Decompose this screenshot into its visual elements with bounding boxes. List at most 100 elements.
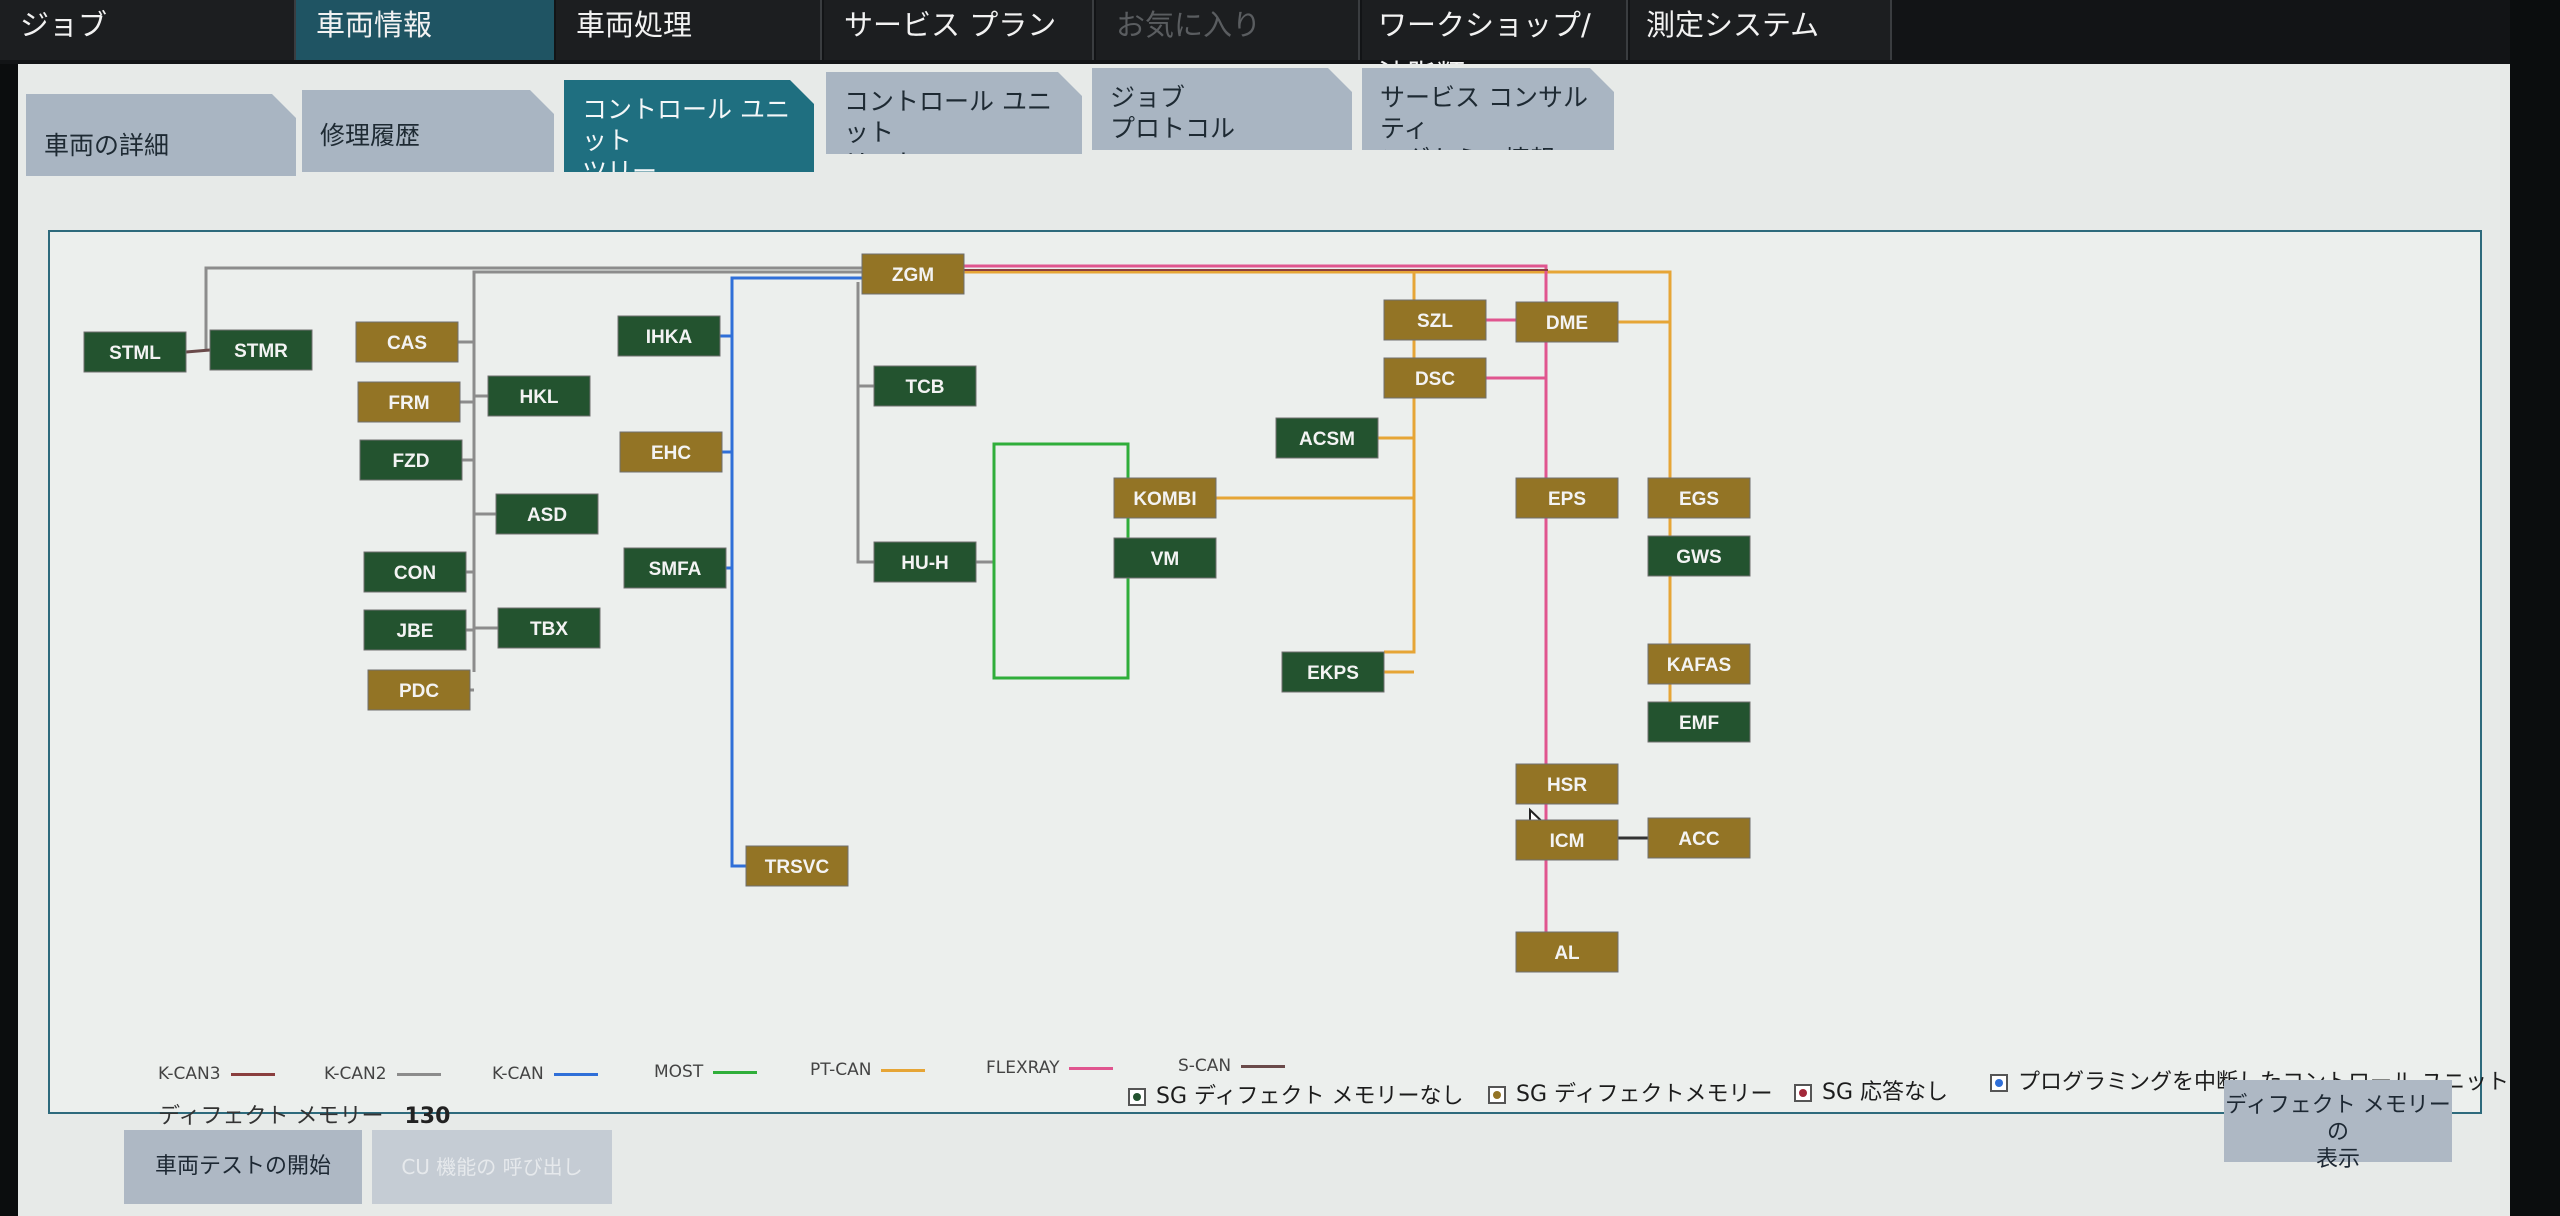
ecu-node-hsr[interactable]: HSR [1515,763,1619,805]
tab-service-plan[interactable]: サービス プラン [824,0,1094,60]
ecu-node-ekps[interactable]: EKPS [1281,651,1385,693]
ecu-node-ihka[interactable]: IHKA [617,315,721,357]
ecu-node-smfa[interactable]: SMFA [623,547,727,589]
tab-vehicle-info[interactable]: 車両情報 [296,0,554,60]
subtab-control-unit-tree[interactable]: コントロール ユニット ツリー [564,80,814,172]
ecu-node-jbe[interactable]: JBE [363,609,467,651]
ecu-node-cas[interactable]: CAS [355,321,459,363]
ecu-node-tbx[interactable]: TBX [497,607,601,649]
ecu-box [861,253,965,295]
ecu-label: GWS [1676,547,1721,568]
ecu-node-con[interactable]: CON [363,551,467,593]
ecu-label: SMFA [649,559,702,580]
ecu-box [1647,477,1751,519]
ecu-label: TBX [530,619,568,640]
main-navigation: ジョブ 車両情報 車両処理 サービス プラン お気に入り ワークショップ/ 油脂… [0,0,2510,92]
status-legend-no-response: SG 応答なし [1794,1074,1948,1106]
bus-legend-flexray: FLEXRAY [986,1058,1114,1078]
bus-legend-pt-can: PT-CAN [810,1060,926,1080]
ecu-node-acsm[interactable]: ACSM [1275,417,1379,459]
ecu-label: ICM [1550,831,1585,852]
ecu-label: FRM [388,393,429,414]
ecu-node-szl[interactable]: SZL [1383,299,1487,341]
ecu-node-hkl[interactable]: HKL [487,375,591,417]
ecu-node-dme[interactable]: DME [1515,301,1619,343]
most-ring [992,442,1130,680]
bus-line-swatch [1069,1066,1114,1070]
ecu-node-zgm[interactable]: ZGM [861,253,965,295]
subtab-label-line2: ツリー [582,157,658,186]
subtab-repair-history[interactable]: 修理履歴 [302,90,554,172]
ecu-node-pdc[interactable]: PDC [367,669,471,711]
ecu-label: EHC [651,443,691,464]
ecu-node-asd[interactable]: ASD [495,493,599,535]
ecu-label: HU-H [901,553,949,574]
bus-legend-k-can3: K-CAN3 [158,1064,275,1084]
subtab-vehicle-details[interactable]: 車両の詳細 [26,94,296,176]
ecu-box [1113,537,1217,579]
bus-line-swatch [881,1068,926,1072]
ecu-box [357,381,461,423]
show-defect-memory-button[interactable]: ディフェクト メモリーの 表示 [2224,1080,2452,1172]
tab-favorites[interactable]: お気に入り [1096,0,1360,60]
bus-line-swatch [553,1072,598,1076]
bus-legend-k-can2: K-CAN2 [324,1064,441,1084]
defect-memory-label: ディフェクト メモリー [158,1104,384,1129]
ecu-node-frm[interactable]: FRM [357,381,461,423]
ecu-node-acc[interactable]: ACC [1647,817,1751,859]
ecu-node-trsvc[interactable]: TRSVC [745,845,849,887]
ecu-box [1281,651,1385,693]
tab-workshop-fluids[interactable]: ワークショップ/ 油脂類 [1362,0,1628,92]
ecu-box [363,551,467,593]
ecu-node-al[interactable]: AL [1515,931,1619,973]
bus-legend-label: K-CAN3 [158,1064,221,1084]
control-unit-tree-panel: STML STMR CAS FRM FZD HKL ASD CON JBE TBX PDC IHKA E… [48,230,2482,1114]
tab-job[interactable]: ジョブ [0,0,296,60]
subtab-control-unit-list[interactable]: コントロール ユニット リスト [826,72,1082,154]
ecu-node-dsc[interactable]: DSC [1383,357,1487,399]
ecu-node-emf[interactable]: EMF [1647,701,1751,743]
ecu-node-ehc[interactable]: EHC [619,431,723,473]
ecu-node-hu-h[interactable]: HU-H [873,541,977,583]
ecu-node-vm[interactable]: VM [1113,537,1217,579]
ecu-node-fzd[interactable]: FZD [359,439,463,481]
ecu-label: VM [1151,549,1180,570]
bus-legend-label: PT-CAN [810,1060,872,1080]
ecu-label: ACC [1678,829,1719,850]
subtab-label-line1: サービス コンサルティ [1380,83,1588,143]
subtab-job-protocol[interactable]: ジョブ プロトコル [1092,68,1352,150]
ecu-label: STML [109,343,161,364]
subtab-label-line2: ングからの情報 [1380,145,1556,174]
ecu-node-kombi[interactable]: KOMBI [1113,477,1217,519]
subtab-label: 車両の詳細 [44,131,170,160]
tab-vehicle-processing[interactable]: 車両処理 [556,0,822,60]
start-vehicle-test-button[interactable]: 車両テストの開始 [124,1130,362,1204]
ecu-box [1515,931,1619,973]
ecu-box [355,321,459,363]
subtab-label-line1: ジョブ [1110,83,1186,112]
status-legend-label: SG ディフェクト メモリーなし [1156,1084,1464,1109]
ecu-node-eps[interactable]: EPS [1515,477,1619,519]
ecu-box [1647,643,1751,685]
ecu-box [873,365,977,407]
ecu-label: SZL [1417,311,1453,332]
ecu-label: PDC [399,681,439,702]
tab-measurement-system[interactable]: 測定システム [1630,0,1892,60]
call-cu-function-button[interactable]: CU 機能の 呼び出し [372,1130,612,1204]
ecu-box [487,375,591,417]
subtab-service-consulting-info[interactable]: サービス コンサルティ ングからの情報 [1362,68,1614,150]
ecu-node-egs[interactable]: EGS [1647,477,1751,519]
ecu-node-kafas[interactable]: KAFAS [1647,643,1751,685]
ecu-node-stmr[interactable]: STMR [209,329,313,371]
ecu-box [745,845,849,887]
ecu-label: DME [1546,313,1588,334]
ecu-box [1515,763,1619,805]
subtab-label-line1: コントロール ユニット [582,95,790,155]
ecu-box [209,329,313,371]
ecu-node-gws[interactable]: GWS [1647,535,1751,577]
ecu-box [1275,417,1379,459]
status-legend-defect: SG ディフェクトメモリー [1488,1076,1772,1108]
ecu-node-tcb[interactable]: TCB [873,365,977,407]
ecu-node-icm[interactable]: ICM [1515,819,1619,861]
ecu-node-stml[interactable]: STML [83,331,187,373]
